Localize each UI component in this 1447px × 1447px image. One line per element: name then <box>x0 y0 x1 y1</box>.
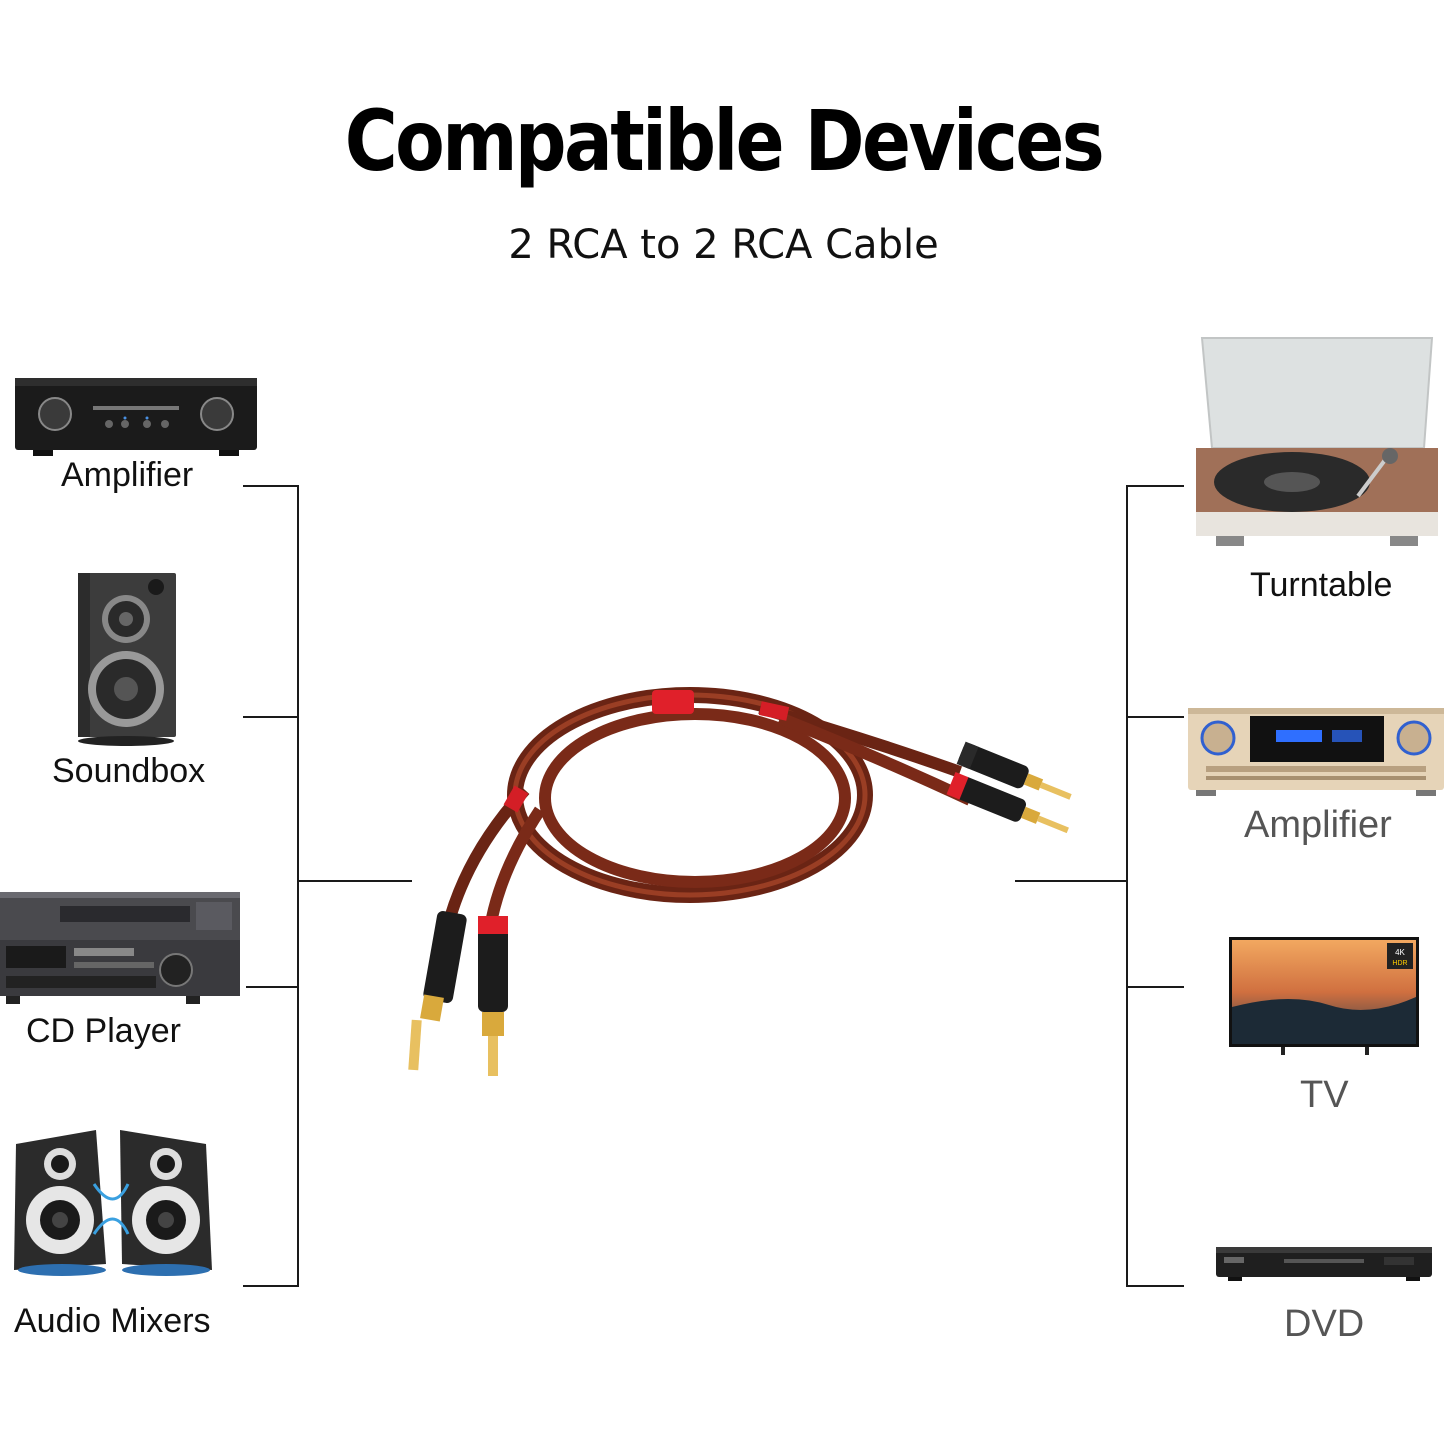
page-title: Compatible Devices <box>344 92 1105 190</box>
av-receiver-icon <box>1186 706 1446 798</box>
page-subtitle: 2 RCA to 2 RCA Cable <box>508 222 939 268</box>
turntable-icon <box>1192 336 1442 548</box>
left-device-label: CD Player <box>26 1012 181 1050</box>
rca-cable-icon <box>400 680 1100 1080</box>
right-device-label: Amplifier <box>1244 804 1392 846</box>
right-device-label: DVD <box>1284 1303 1365 1345</box>
tv-icon: 4K HDR <box>1229 937 1421 1057</box>
left-device-label: Soundbox <box>52 752 206 790</box>
svg-text:4K: 4K <box>1395 948 1405 957</box>
amplifier-icon <box>13 374 259 458</box>
left-device-label: Amplifier <box>61 456 194 494</box>
cd-player-icon <box>0 884 242 1008</box>
right-device-label: TV <box>1300 1074 1349 1116</box>
left-device-label: Audio Mixers <box>14 1302 211 1340</box>
right-device-label: Turntable <box>1250 566 1393 604</box>
speaker-icon <box>76 571 178 747</box>
dvd-player-icon <box>1214 1243 1434 1285</box>
speaker-pair-icon <box>10 1124 216 1280</box>
svg-text:HDR: HDR <box>1392 960 1407 967</box>
